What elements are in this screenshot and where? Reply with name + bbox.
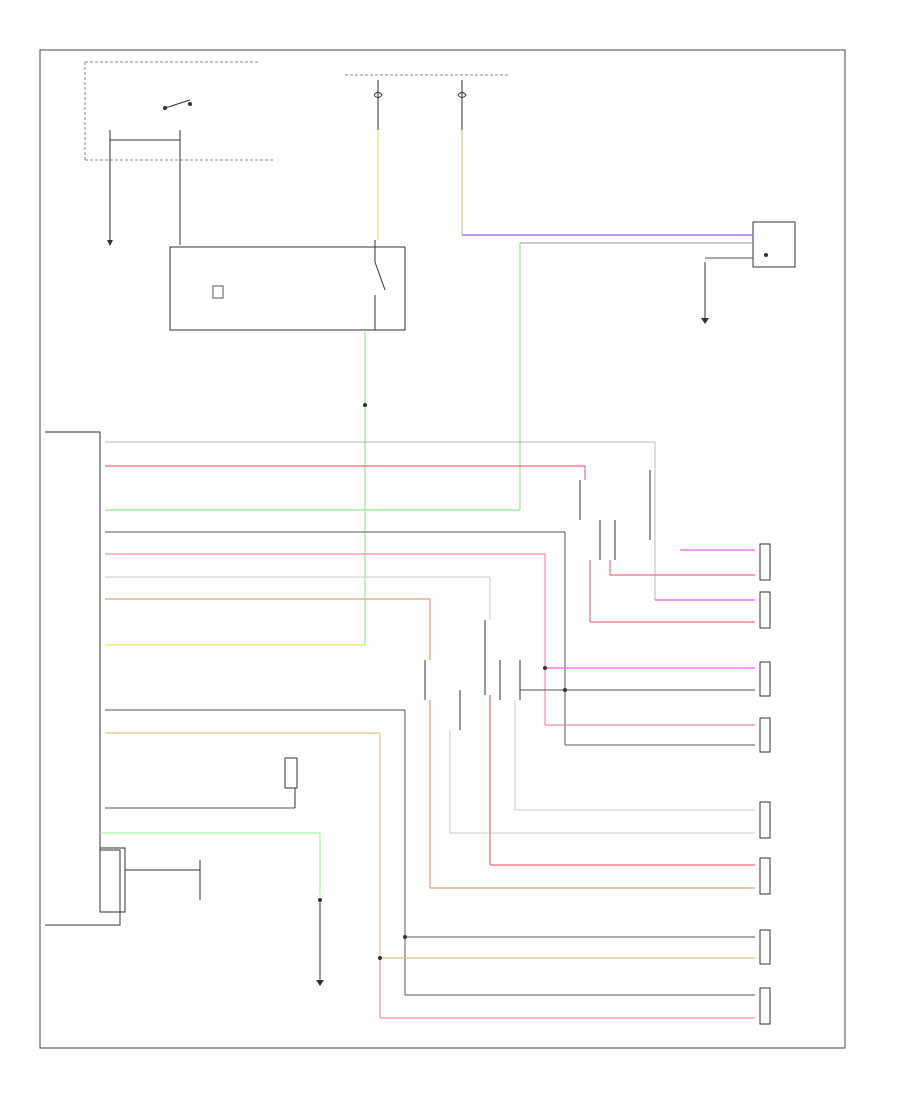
- speaker-front-left-tweeter-icon: [759, 543, 771, 581]
- speaker-rear-left-woofer-icon: [759, 717, 771, 753]
- crossover-front: [579, 480, 755, 623]
- speaker-front-right-tweeter-icon: [759, 801, 771, 839]
- rear-lower-wires: [380, 936, 755, 1019]
- crossover-front-right: [649, 470, 755, 601]
- antenna-amp: [284, 757, 298, 789]
- crossover-rear: [424, 620, 755, 889]
- capacitor-symbol: [212, 285, 224, 299]
- relay-switch: [374, 240, 386, 330]
- speaker-front-left-woofer-icon: [759, 591, 771, 629]
- right-top-module: [752, 221, 796, 268]
- speaker-rear-right-woofer-icon: [759, 987, 771, 1025]
- speaker-rear-left-tweeter-icon: [759, 661, 771, 697]
- diagram-frame: [39, 49, 846, 1049]
- main-connector-body: [45, 431, 121, 926]
- speaker-front-right-woofer-icon: [759, 857, 771, 895]
- splice-dots: [363, 403, 567, 960]
- ground-icon-lower: [316, 980, 324, 986]
- module-terminal: [764, 253, 768, 257]
- fuse-block-top: [345, 74, 510, 130]
- connector-block: [99, 847, 126, 913]
- wires: [100, 130, 753, 1018]
- control-unit-box: [169, 246, 406, 331]
- ignition-switch-area: [84, 61, 275, 246]
- ground-icon-right-top: [701, 318, 709, 324]
- speaker-rear-right-tweeter-icon: [759, 929, 771, 965]
- speakers: [759, 543, 771, 1025]
